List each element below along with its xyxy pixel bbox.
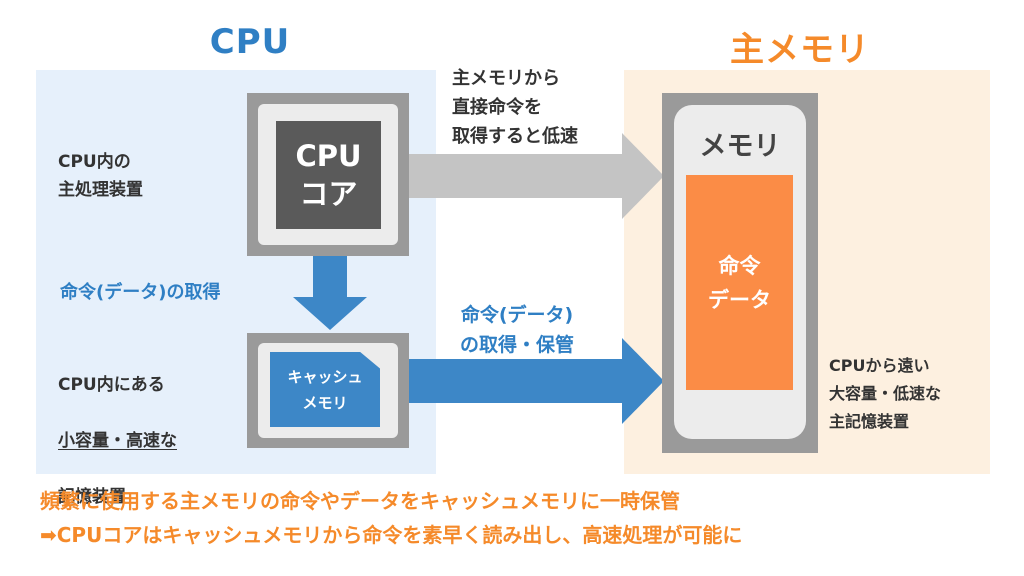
cache-fetch-arrow — [409, 338, 664, 424]
cache-desc-line3: 記憶装置 — [58, 487, 126, 507]
direct-fetch-arrow — [409, 133, 664, 219]
conclusion-line2: ➡CPUコアはキャッシュメモリから命令を素早く読み出し、高速処理が可能に — [40, 523, 743, 547]
memory-description: CPUから遠い 大容量・低速な 主記憶装置 — [829, 356, 942, 431]
cache-fetch-label: 命令(データ) の取得・保管 — [460, 304, 575, 356]
cpu-title: CPU — [209, 22, 291, 62]
direct-fetch-label: 主メモリから 直接命令を 取得すると低速 — [452, 68, 578, 147]
cache-memory-label: キャッシュ メモリ — [270, 352, 380, 427]
memory-label: メモリ — [699, 131, 781, 162]
cache-description: CPU内にある 小容量・高速な 記憶装置 — [58, 343, 177, 539]
conclusion-line1: 頻繁に使用する主メモリの命令やデータをキャッシュメモリに一時保管 — [40, 489, 680, 513]
main-memory-title: 主メモリ — [730, 30, 870, 70]
cache-desc-line1: CPU内にある — [58, 375, 165, 395]
core-description: CPU内の 主処理装置 — [58, 152, 143, 200]
conclusion: 頻繁に使用する主メモリの命令やデータをキャッシュメモリに一時保管 ➡CPUコアは… — [40, 484, 1000, 552]
cache-desc-line2: 小容量・高速な — [58, 431, 177, 451]
core-to-cache-arrow — [293, 256, 367, 330]
memory-data-block: 命令 データ — [686, 175, 793, 390]
fetch-label: 命令(データ)の取得 — [60, 282, 221, 303]
cpu-core-label: CPU コア — [276, 121, 381, 229]
